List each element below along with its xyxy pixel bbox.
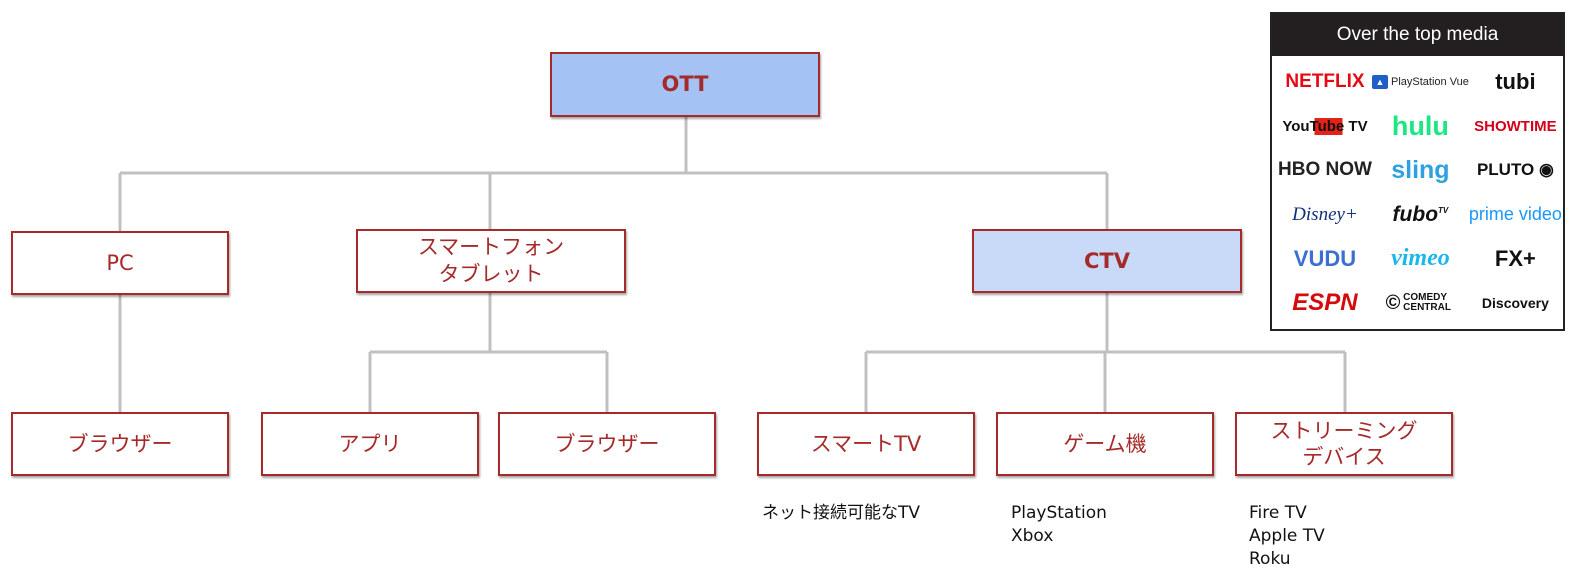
espn-logo: ESPN: [1292, 288, 1358, 316]
sp-browser-label: ブラウザー: [554, 431, 660, 456]
streaming-device-note: Fire TV Apple TV Roku: [1249, 503, 1325, 569]
discovery-logo: Discovery: [1481, 294, 1549, 311]
pluto-logo: PLUTO ◉: [1476, 160, 1554, 180]
prime-video-logo: prime video: [1468, 204, 1562, 225]
game-console-note: PlayStation Xbox: [1011, 503, 1107, 546]
pc-browser-label: ブラウザー: [67, 431, 173, 456]
hbo-now-logo: HBO NOW: [1278, 159, 1372, 181]
smart-tv-label: スマートTV: [810, 431, 922, 456]
smartphone-tablet-node: スマートフォン タブレット: [356, 229, 626, 293]
vudu-logo: VUDU: [1293, 245, 1357, 271]
ott-media-logo-panel: Over the top media NETFLIX ▲ PlayStation…: [1270, 12, 1565, 331]
app-node: アプリ: [261, 412, 479, 476]
streaming-device-label: ストリーミング デバイス: [1270, 419, 1418, 469]
hulu-logo: hulu: [1391, 110, 1449, 141]
sling-logo: sling: [1391, 155, 1450, 184]
playstation-icon: ▲: [1371, 75, 1388, 90]
comedy-central-icon: ©: [1385, 291, 1401, 314]
smart-tv-note: ネット接続可能なTV: [762, 503, 921, 523]
disney-plus-logo: Disney+: [1292, 203, 1358, 225]
netflix-logo: NETFLIX: [1285, 71, 1365, 93]
pluto-icon: ◉: [1534, 160, 1554, 180]
fubo-logo: fuboTV: [1392, 202, 1449, 226]
game-console-label: ゲーム機: [1063, 431, 1147, 456]
ott-node: OTT: [550, 52, 820, 117]
playstation-vue-logo: ▲ PlayStation Vue: [1371, 75, 1469, 90]
sp-browser-node: ブラウザー: [498, 412, 716, 476]
ott-label: OTT: [661, 72, 709, 96]
tubi-logo: tubi: [1495, 69, 1536, 95]
comedy-central-logo: © COMEDY CENTRAL: [1385, 291, 1451, 314]
ctv-label: CTV: [1084, 248, 1130, 273]
ctv-node: CTV: [972, 229, 1242, 293]
pc-node: PC: [11, 231, 229, 295]
smart-tv-node: スマートTV: [757, 412, 975, 476]
pc-label: PC: [106, 250, 134, 275]
youtube-tv-logo: YouTube TV: [1281, 117, 1369, 135]
panel-title: Over the top media: [1272, 14, 1563, 56]
streaming-device-node: ストリーミング デバイス: [1235, 412, 1453, 476]
showtime-logo: SHOWTIME: [1474, 117, 1557, 135]
game-console-node: ゲーム機: [996, 412, 1214, 476]
pc-browser-node: ブラウザー: [11, 412, 229, 476]
app-label: アプリ: [338, 431, 402, 456]
fx-plus-logo: FX+: [1494, 245, 1536, 271]
logo-grid: NETFLIX ▲ PlayStation Vue tubi YouTube T…: [1278, 60, 1562, 325]
smartphone-tablet-label: スマートフォン タブレット: [417, 235, 565, 286]
vimeo-logo: vimeo: [1391, 245, 1450, 272]
